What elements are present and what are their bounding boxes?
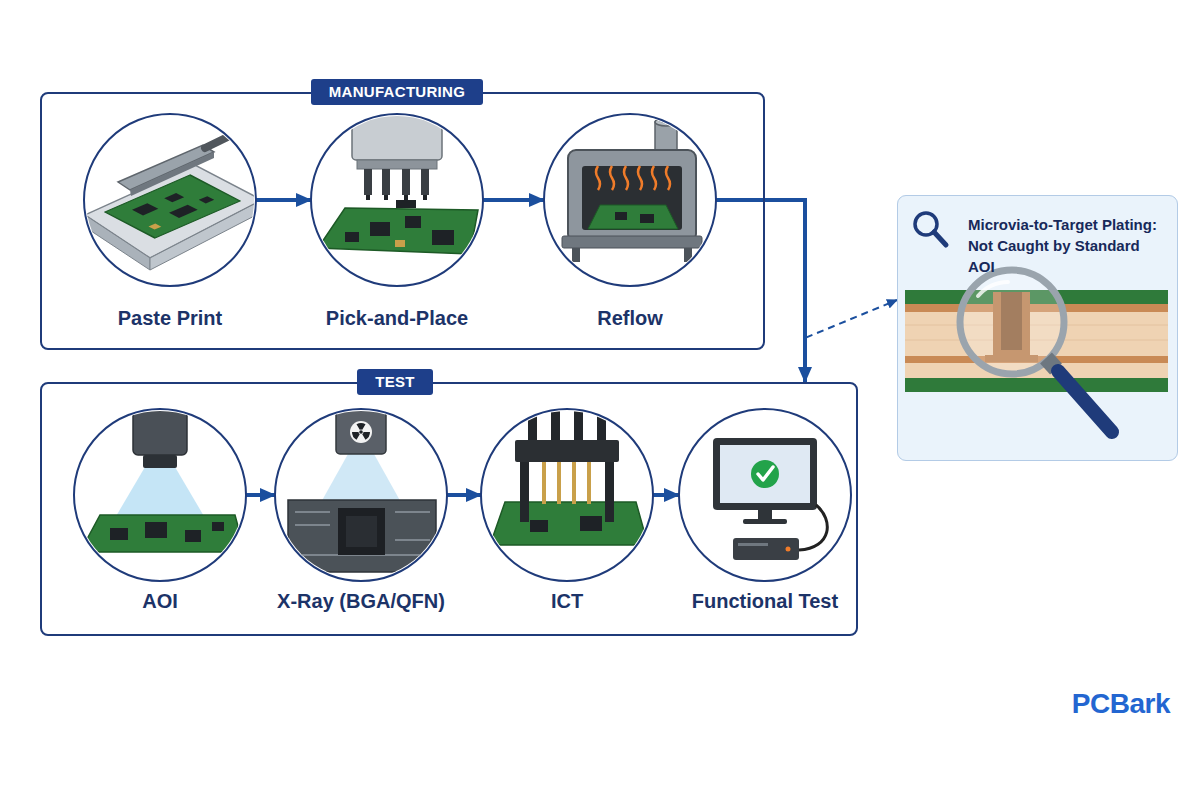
circle-outline bbox=[273, 407, 449, 583]
circle-outline bbox=[479, 407, 655, 583]
callout-text: Microvia-to-Target Plating: Not Caught b… bbox=[968, 214, 1165, 277]
step-label: Functional Test bbox=[692, 589, 838, 613]
microvia-cross-section bbox=[897, 195, 1178, 461]
process-circle: X-Ray (BGA/QFN) bbox=[272, 409, 450, 617]
circle-outline bbox=[481, 409, 653, 581]
stage-panel: AOIX-Ray (BGA/QFN)ICTFunctional TestTEST bbox=[40, 382, 858, 636]
circle-outline bbox=[679, 409, 851, 581]
step-label: X-Ray (BGA/QFN) bbox=[277, 589, 445, 613]
process-circle: Paste Print bbox=[82, 114, 258, 334]
step-label: ICT bbox=[551, 589, 583, 613]
process-circle: ICT bbox=[479, 409, 655, 617]
stencil-printer bbox=[85, 130, 262, 270]
circle-outline bbox=[311, 114, 483, 286]
test-station bbox=[713, 438, 827, 560]
circle-outline bbox=[542, 112, 718, 288]
circle-outline bbox=[275, 409, 447, 581]
step-label: AOI bbox=[142, 589, 178, 613]
flow-arrow bbox=[256, 198, 311, 202]
circle-outline bbox=[74, 409, 246, 581]
panel-heading: MANUFACTURING bbox=[311, 79, 483, 105]
flow-arrow bbox=[716, 200, 805, 382]
brand-logo: PCBark bbox=[1072, 688, 1170, 720]
circle-outline bbox=[82, 112, 258, 288]
process-circle: AOI bbox=[72, 409, 248, 617]
process-circle: Reflow bbox=[542, 114, 718, 334]
xray-source bbox=[288, 404, 436, 572]
process-circle: Functional Test bbox=[677, 409, 853, 617]
callout-box: Microvia-to-Target Plating: Not Caught b… bbox=[897, 195, 1178, 461]
reflow-oven bbox=[562, 118, 702, 262]
ict-fixture bbox=[490, 405, 648, 545]
panel-heading: TEST bbox=[357, 369, 433, 395]
step-label: Pick-and-Place bbox=[326, 306, 468, 330]
step-label: Reflow bbox=[597, 306, 663, 330]
circle-outline bbox=[677, 407, 853, 583]
circle-outline bbox=[544, 114, 716, 286]
flow-arrow bbox=[653, 493, 679, 497]
circle-outline bbox=[309, 112, 485, 288]
step-label: Paste Print bbox=[118, 306, 222, 330]
circle-outline bbox=[72, 407, 248, 583]
flow-arrow bbox=[246, 493, 275, 497]
flow-arrow bbox=[483, 198, 544, 202]
aoi-camera bbox=[80, 405, 245, 552]
flow-arrow bbox=[447, 493, 481, 497]
process-circle: Pick-and-Place bbox=[309, 114, 485, 334]
stage-panel: Paste PrintPick-and-PlaceReflowMANUFACTU… bbox=[40, 92, 765, 350]
pick-place-head bbox=[318, 100, 478, 254]
circle-outline bbox=[84, 114, 256, 286]
